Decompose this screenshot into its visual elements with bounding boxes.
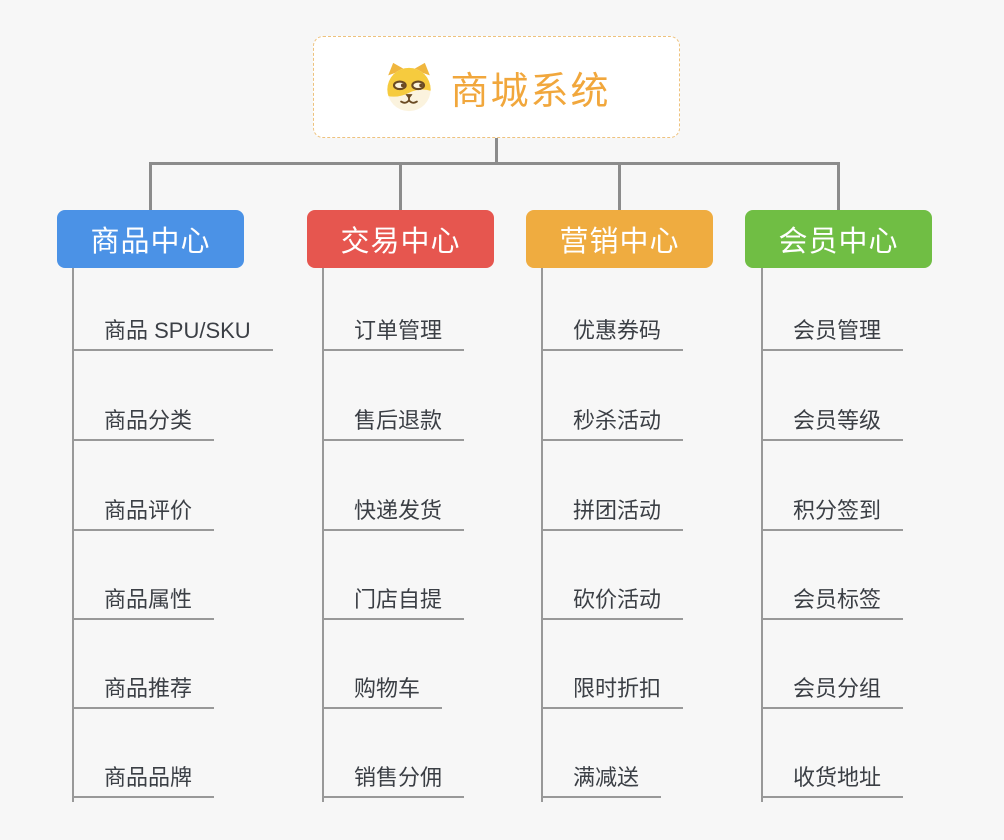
child-node-product-spu-sku[interactable]: 商品 SPU/SKU: [72, 313, 273, 351]
branch-node-product-center[interactable]: 商品中心: [57, 210, 244, 268]
connector-drop-trade: [399, 162, 402, 210]
child-node-after-sale-refund[interactable]: 售后退款: [322, 403, 465, 441]
child-node-bargain-activity[interactable]: 砍价活动: [541, 582, 684, 620]
child-node-shipping-address[interactable]: 收货地址: [761, 760, 904, 798]
root-node[interactable]: 商城系统: [313, 36, 680, 138]
branch-node-member-center[interactable]: 会员中心: [745, 210, 932, 268]
child-node-points-checkin[interactable]: 积分签到: [761, 493, 904, 531]
child-node-member-tag[interactable]: 会员标签: [761, 582, 904, 620]
branch-node-trade-center[interactable]: 交易中心: [307, 210, 494, 268]
child-node-flash-sale[interactable]: 秒杀活动: [541, 403, 684, 441]
child-node-product-review[interactable]: 商品评价: [72, 493, 215, 531]
child-node-shopping-cart[interactable]: 购物车: [322, 671, 443, 709]
dog-face-icon: [382, 62, 436, 112]
connector-drop-marketing: [618, 162, 621, 210]
child-node-member-management[interactable]: 会员管理: [761, 313, 904, 351]
child-node-product-recommend[interactable]: 商品推荐: [72, 671, 215, 709]
child-node-order-management[interactable]: 订单管理: [322, 313, 465, 351]
child-node-spend-save[interactable]: 满减送: [541, 760, 662, 798]
child-node-member-level[interactable]: 会员等级: [761, 403, 904, 441]
connector-trade-children: [322, 268, 324, 802]
child-node-product-category[interactable]: 商品分类: [72, 403, 215, 441]
child-node-group-buy[interactable]: 拼团活动: [541, 493, 684, 531]
connector-root-stub: [495, 137, 498, 164]
child-node-limited-time-discount[interactable]: 限时折扣: [541, 671, 684, 709]
connector-marketing-children: [541, 268, 543, 802]
connector-rail: [149, 162, 840, 165]
child-node-store-pickup[interactable]: 门店自提: [322, 582, 465, 620]
child-node-sales-commission[interactable]: 销售分佣: [322, 760, 465, 798]
branch-node-marketing-center[interactable]: 营销中心: [526, 210, 713, 268]
connector-member-children: [761, 268, 763, 802]
connector-drop-member: [837, 162, 840, 210]
child-node-product-brand[interactable]: 商品品牌: [72, 760, 215, 798]
root-title: 商城系统: [450, 70, 611, 113]
child-node-coupon-code[interactable]: 优惠券码: [541, 313, 684, 351]
child-node-member-group[interactable]: 会员分组: [761, 671, 904, 709]
child-node-product-attribute[interactable]: 商品属性: [72, 582, 215, 620]
connector-drop-product: [149, 162, 152, 210]
child-node-express-shipping[interactable]: 快递发货: [322, 493, 465, 531]
connector-product-children: [72, 268, 74, 802]
